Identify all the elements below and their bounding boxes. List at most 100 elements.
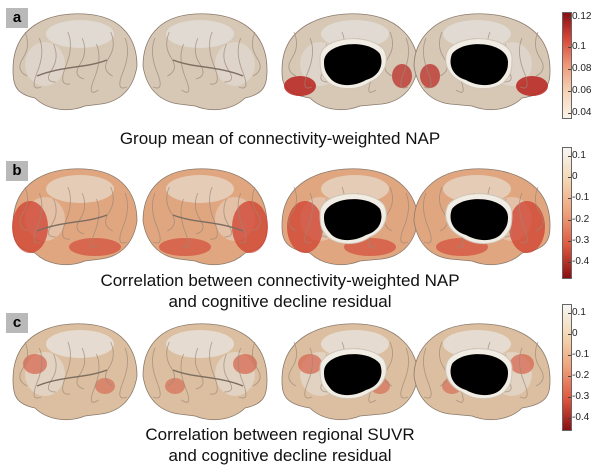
sulcus-line: [304, 347, 313, 399]
medial-wall: [324, 354, 382, 396]
sulcus-line: [166, 31, 175, 77]
panel-b: b Correlation between connectivity-weigh…: [0, 147, 599, 311]
sulcus-line: [384, 31, 393, 77]
medial-wall: [324, 44, 382, 86]
sulcus-line: [76, 192, 86, 235]
sulcus-line: [62, 341, 71, 395]
colorbar-tick: 0.06: [567, 85, 592, 96]
caption-line-2: and cognitive decline residual: [168, 292, 392, 311]
sulcus-line: [166, 341, 175, 387]
colorbar-tick: -0.1: [567, 192, 590, 203]
sulcus-line: [19, 341, 28, 387]
sulcus-line: [223, 198, 233, 238]
hot-region: [510, 354, 534, 374]
sulcus-line: [535, 186, 544, 232]
gyrus-patch: [215, 42, 255, 86]
sulcus-line: [535, 31, 544, 77]
sulcus-line: [180, 353, 190, 403]
sylvian-fissure: [172, 369, 244, 387]
sulcus-line: [119, 347, 128, 399]
gyrus-patch: [46, 175, 114, 203]
sulcus-line: [439, 186, 448, 232]
brain-surfaces: [12, 13, 551, 111]
hot-region: [298, 354, 322, 374]
sulcus-line: [519, 37, 528, 89]
brain-surfaces: [12, 323, 551, 421]
medial-wall: [450, 44, 508, 86]
colorbar-tick: -0.1: [567, 349, 590, 360]
panel-caption: Correlation between connectivity-weighte…: [0, 270, 560, 312]
sulcus-line: [423, 37, 432, 89]
left-medial-view: [281, 13, 419, 111]
right-lateral-view: [142, 168, 268, 266]
left-lateral-view: [12, 13, 138, 111]
sylvian-fissure: [36, 214, 108, 232]
hot-region: [232, 201, 268, 253]
colorbar-tick: -0.3: [567, 391, 590, 402]
caption-line-2: and cognitive decline residual: [168, 446, 392, 465]
sulcus-line: [90, 353, 100, 403]
sulcus-line: [194, 347, 204, 390]
sulcus-line: [152, 37, 161, 89]
sulcus-line: [519, 192, 528, 244]
hot-region: [516, 76, 548, 96]
sulcus-line: [152, 192, 161, 244]
colorbar-tick: 0: [568, 171, 578, 182]
colorbar-tick: -0.4: [567, 412, 590, 423]
left-lateral-view: [12, 168, 138, 266]
sulcus-line: [237, 192, 247, 244]
colorbar-tick: -0.2: [567, 370, 590, 381]
medial-wall: [324, 199, 382, 241]
colorbar-tick: -0.3: [567, 235, 590, 246]
gyrus-patch: [166, 175, 234, 203]
sulcus-line: [180, 198, 190, 248]
panel-caption: Group mean of connectivity-weighted NAP: [0, 128, 560, 149]
sulcus-line: [194, 192, 204, 235]
sulcus-line: [19, 31, 28, 77]
medial-wall: [450, 354, 508, 396]
left-lateral-view: [12, 323, 138, 421]
sulcus-line: [47, 198, 57, 238]
sulcus-line: [105, 186, 114, 232]
panel-label: b: [6, 161, 28, 181]
sulcus-line: [194, 37, 204, 80]
sulcus-line: [252, 186, 261, 232]
sulcus-line: [209, 186, 218, 240]
right-lateral-view: [142, 13, 268, 111]
colorbar: [562, 147, 572, 279]
hot-region: [284, 76, 316, 96]
hot-region: [12, 201, 48, 253]
hot-region: [392, 64, 412, 88]
sulcus-line: [62, 31, 71, 85]
panel-label: a: [6, 8, 28, 28]
sulcus-line: [76, 37, 86, 80]
sulcus-line: [33, 347, 43, 399]
gyrus-patch: [166, 20, 234, 48]
sulcus-line: [519, 347, 528, 399]
left-medial-view: [281, 323, 419, 421]
sulcus-line: [400, 192, 409, 244]
sulcus-line: [288, 186, 297, 232]
gyrus-patch: [25, 42, 65, 86]
sulcus-line: [384, 186, 393, 232]
sulcus-line: [119, 192, 128, 244]
right-medial-view: [413, 13, 551, 111]
colorbar-tick: 0.1: [568, 307, 586, 318]
sulcus-line: [33, 192, 43, 244]
sylvian-fissure: [172, 59, 244, 77]
sulcus-line: [223, 43, 233, 83]
sulcus-line: [47, 43, 57, 83]
sulcus-line: [152, 347, 161, 399]
sulcus-line: [304, 37, 313, 89]
sulcus-line: [209, 31, 218, 85]
gyrus-patch: [46, 330, 114, 358]
right-medial-view: [413, 323, 551, 421]
sulcus-line: [90, 43, 100, 93]
sulcus-line: [304, 192, 313, 244]
caption-line-1: Correlation between connectivity-weighte…: [100, 271, 460, 290]
sulcus-line: [180, 43, 190, 93]
sulcus-line: [400, 37, 409, 89]
caption-line-1: Correlation between regional SUVR: [145, 425, 415, 444]
sulcus-line: [90, 198, 100, 248]
panel-a: a Group mean of connectivity-weighted NA…: [0, 0, 599, 148]
